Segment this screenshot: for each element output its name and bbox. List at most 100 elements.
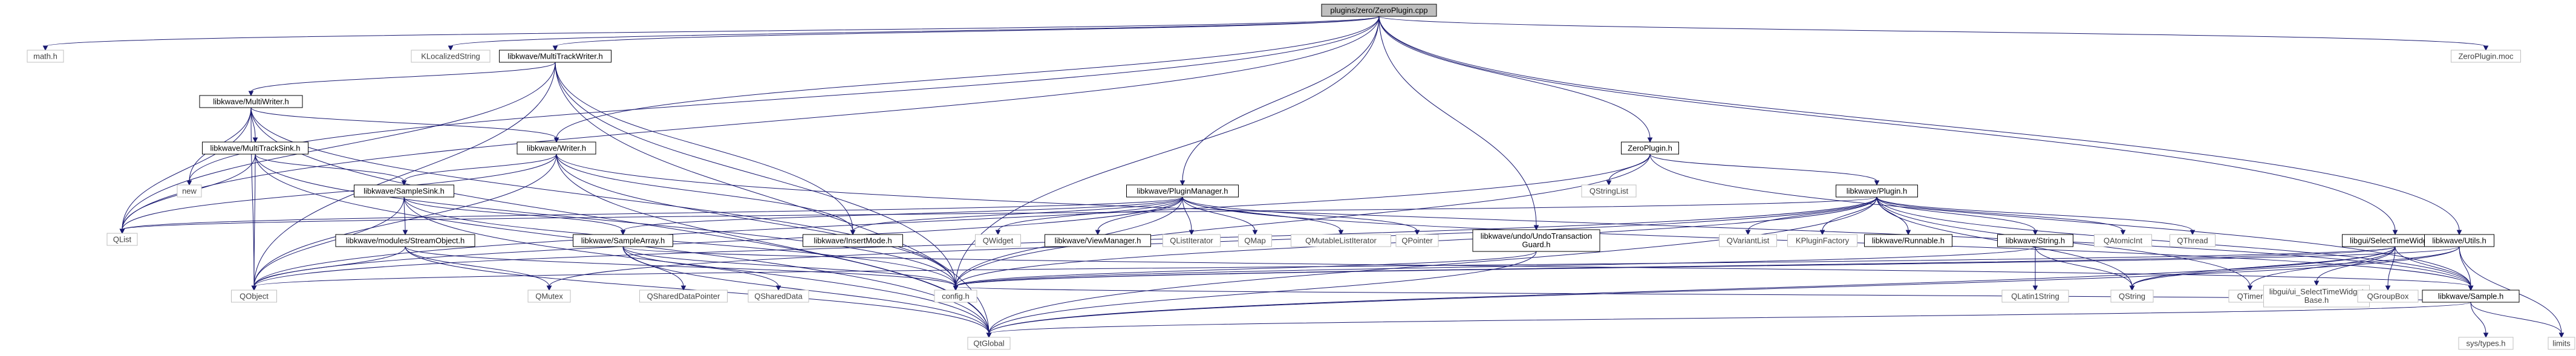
arrowhead-root-to-stw xyxy=(2392,230,2398,236)
node-label-zmoc: ZeroPlugin.moc xyxy=(2458,52,2514,61)
node-utils[interactable]: libkwave/Utils.h xyxy=(2424,234,2494,247)
edge-kstring-to-qstring xyxy=(2035,246,2133,287)
node-sample[interactable]: libkwave/Sample.h xyxy=(2422,290,2520,303)
arrowhead-sample-to-systypes xyxy=(2483,332,2489,338)
node-zph[interactable]: ZeroPlugin.h xyxy=(1621,141,1679,155)
arrowhead-utils-to-sample xyxy=(2468,285,2474,291)
node-box-stream[interactable] xyxy=(335,234,475,247)
node-box-qstring xyxy=(2110,290,2154,303)
node-mw[interactable]: libkwave/MultiWriter.h xyxy=(199,95,303,108)
arrowhead-pm-to-qwidget xyxy=(995,230,1001,236)
node-label-sample: libkwave/Sample.h xyxy=(2438,292,2503,301)
edge-ssink-to-config xyxy=(403,196,956,287)
node-label-root: plugins/zero/ZeroPlugin.cpp xyxy=(1330,6,1427,15)
edge-ssink-to-stream xyxy=(403,196,406,231)
node-insmode[interactable]: libkwave/InsertMode.h xyxy=(803,234,903,247)
edge-mtw-to-insmode xyxy=(555,62,853,231)
node-plugin[interactable]: libkwave/Plugin.h xyxy=(1836,184,1918,198)
edge-root-to-zph xyxy=(1378,16,1651,139)
node-box-qstrlist xyxy=(1581,184,1637,198)
edge-ssink-to-sarr xyxy=(403,196,624,231)
edge-undo-to-qglobal xyxy=(988,251,1537,334)
edge-root-to-utils xyxy=(1378,16,2460,231)
node-root[interactable]: plugins/zero/ZeroPlugin.cpp xyxy=(1321,4,1437,17)
node-qmutlistit: QMutableListIterator xyxy=(1291,234,1391,247)
edge-root-to-mtw xyxy=(555,16,1380,47)
node-writer[interactable]: libkwave/Writer.h xyxy=(517,141,596,155)
node-box-sarr[interactable] xyxy=(573,234,673,247)
node-label-systypes: sys/types.h xyxy=(2466,339,2505,348)
node-box-mts[interactable] xyxy=(202,141,308,155)
node-box-mtw[interactable] xyxy=(499,50,611,63)
node-label-plugin: libkwave/Plugin.h xyxy=(1847,187,1907,196)
node-box-qsd xyxy=(748,290,809,303)
node-box-systypes xyxy=(2458,337,2514,350)
node-box-writer[interactable] xyxy=(517,141,596,155)
edge-plugin-to-qatomic xyxy=(1876,196,2124,231)
arrowhead-pm-to-qpointer xyxy=(1414,230,1420,236)
node-box-pm[interactable] xyxy=(1126,184,1239,198)
edge-pm-to-insmode xyxy=(852,196,1183,231)
node-viewmgr[interactable]: libkwave/ViewManager.h xyxy=(1045,234,1151,247)
node-label-undo-line2: Guard.h xyxy=(1522,240,1551,249)
node-label-qmutlistit: QMutableListIterator xyxy=(1305,236,1377,245)
node-label-sarr: libkwave/SampleArray.h xyxy=(581,236,665,245)
node-label-qsd: QSharedData xyxy=(754,292,803,301)
edge-zph-to-plugin xyxy=(1649,154,1877,182)
node-runnable[interactable]: libkwave/Runnable.h xyxy=(1864,234,1952,247)
node-label-qstring: QString xyxy=(2119,292,2145,301)
node-ql1s: QLatin1String xyxy=(2001,290,2069,303)
node-box-mw[interactable] xyxy=(199,95,303,108)
node-label-viewmgr: libkwave/ViewManager.h xyxy=(1055,236,1141,245)
node-box-zmoc xyxy=(2451,50,2521,63)
node-label-qlist: QList xyxy=(113,235,132,244)
node-box-viewmgr[interactable] xyxy=(1045,234,1151,247)
node-box-zph[interactable] xyxy=(1621,141,1679,155)
node-label-mtw: libkwave/MultiTrackWriter.h xyxy=(507,52,602,61)
node-box-utils[interactable] xyxy=(2424,234,2494,247)
node-label-writer: libkwave/Writer.h xyxy=(527,144,586,153)
node-limits: limits xyxy=(2548,337,2575,350)
node-box-qmutlistit xyxy=(1291,234,1391,247)
edge-ssink-to-qglobal xyxy=(403,196,990,334)
arrowhead-utils-to-qstring xyxy=(2129,285,2135,291)
node-stw[interactable]: libgui/SelectTimeWidget.h xyxy=(2342,234,2448,247)
edge-pm-to-qmap xyxy=(1182,196,1256,231)
node-box-ssink[interactable] xyxy=(354,184,454,198)
edge-plugin-to-qthread xyxy=(1876,196,2193,231)
arrowhead-zph-to-qstrlist xyxy=(1606,180,1612,186)
node-sarr[interactable]: libkwave/SampleArray.h xyxy=(573,234,673,247)
arrowhead-plugin-to-qvarlist xyxy=(1745,230,1751,236)
node-kstring[interactable]: libkwave/String.h xyxy=(1997,234,2073,247)
node-box-runnable[interactable] xyxy=(1864,234,1952,247)
node-box-kstring[interactable] xyxy=(1997,234,2073,247)
node-stream[interactable]: libkwave/modules/StreamObject.h xyxy=(335,234,475,247)
node-mtw[interactable]: libkwave/MultiTrackWriter.h xyxy=(499,50,611,63)
node-box-insmode[interactable] xyxy=(803,234,903,247)
node-box-qmap xyxy=(1238,234,1272,247)
node-label-limits: limits xyxy=(2552,339,2571,348)
node-label-config: config.h xyxy=(942,292,970,301)
node-pm[interactable]: libkwave/PluginManager.h xyxy=(1126,184,1239,198)
arrowhead-pm-to-qmap xyxy=(1252,230,1258,236)
node-new: new xyxy=(177,184,202,198)
node-box-sample[interactable] xyxy=(2422,290,2520,303)
arrowhead-plugin-to-qthread xyxy=(2190,230,2196,236)
edge-zph-to-qobject xyxy=(253,154,1651,287)
node-box-undo[interactable] xyxy=(1472,229,1600,252)
node-box-root[interactable] xyxy=(1321,4,1437,17)
node-box-kpf xyxy=(1787,234,1857,247)
node-label-qsdp: QSharedDataPointer xyxy=(647,292,720,301)
edge-pm-to-viewmgr xyxy=(1097,196,1183,231)
node-qglobal: QtGlobal xyxy=(967,337,1011,350)
arrowhead-plugin-to-qatomic xyxy=(2120,230,2126,236)
node-kpf: KPluginFactory xyxy=(1787,234,1857,247)
arrowhead-writer-to-ssink xyxy=(401,180,407,186)
node-box-plugin[interactable] xyxy=(1836,184,1918,198)
edge-writer-to-config xyxy=(556,154,956,287)
node-mts[interactable]: libkwave/MultiTrackSink.h xyxy=(202,141,308,155)
edge-stream-to-config xyxy=(405,246,956,287)
node-klocstr: KLocalizedString xyxy=(411,50,491,63)
node-ssink[interactable]: libkwave/SampleSink.h xyxy=(354,184,454,198)
